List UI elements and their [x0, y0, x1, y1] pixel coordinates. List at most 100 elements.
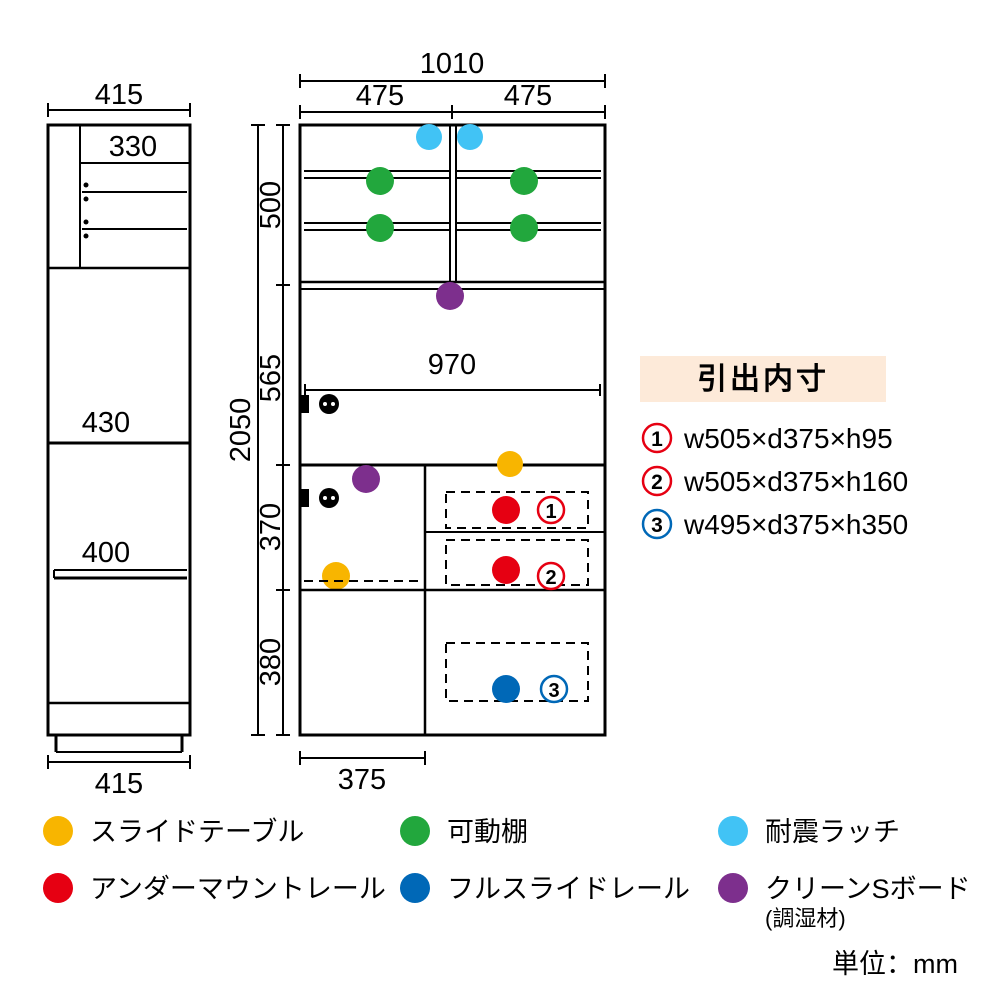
panel-title: 引出内寸: [697, 363, 829, 396]
outlet-socket: [319, 394, 339, 414]
side-view: 415 330 430 400: [46, 79, 192, 800]
quake-latch-legend-dot: [718, 816, 748, 846]
outlet-hole: [331, 496, 335, 500]
upper-section-height-label: 500: [255, 181, 287, 229]
legend-item-undermount-rail: アンダーマウントレール: [43, 873, 386, 904]
full-slide-rail-dot: [492, 675, 520, 703]
drawer1-marker: 1: [536, 495, 566, 525]
side-bottom-width-label: 415: [95, 768, 143, 800]
drawer2-marker-circle: [536, 561, 566, 591]
drawer3-inner-dashed: [445, 642, 589, 702]
drawer3-marker-circle: [539, 674, 569, 704]
front-total-width-dim: 1010: [299, 48, 606, 88]
shelf-pin-dot: [83, 219, 89, 225]
movable-shelf-dot: [510, 214, 538, 242]
front-total-height-dim: 2050: [225, 124, 265, 736]
shelf-pin-dot: [83, 182, 89, 188]
drawer-size-row-2: 2 w505×d375×h160: [641, 465, 908, 497]
slide-table-legend-label: スライドテーブル: [90, 817, 304, 847]
outlet-hole: [331, 402, 335, 406]
shelf-pin-dot: [83, 233, 89, 239]
outlet-symbol: [301, 394, 339, 414]
outlet-symbol: [301, 488, 339, 508]
side-slide-rail: [53, 569, 187, 580]
legend-item-full-slide-rail: フルスライドレール: [400, 873, 690, 904]
undermount-rail-legend-label: アンダーマウントレール: [90, 874, 386, 904]
side-inner-depth-dim: 330: [79, 131, 191, 169]
middle-section-height-label: 565: [255, 354, 287, 402]
row2-number-circle: [641, 465, 673, 497]
legend-item-quake-latch: 耐震ラッチ: [718, 816, 900, 847]
front-view: 1010 475 475 2050 500 565 370 380: [225, 48, 607, 796]
clean-s-board-dot: [436, 282, 464, 310]
legend-item-slide-table: スライドテーブル: [43, 816, 304, 847]
outlet-plate: [301, 395, 309, 413]
front-total-width-label: 1010: [420, 48, 485, 80]
quake-latch-dot: [416, 124, 442, 150]
side-mid-height-label: 430: [82, 407, 130, 439]
legend-item-clean-s-board: クリーンSボード (調湿材): [718, 873, 971, 931]
legend-item-movable-shelf: 可動棚: [400, 816, 528, 847]
drawer3-marker: 3: [539, 674, 569, 704]
row1-number-circle: [641, 422, 673, 454]
movable-shelf-legend-dot: [400, 816, 430, 846]
clean-s-board-legend-label: クリーンSボード: [765, 874, 971, 904]
side-bottom-width-dim: 415: [47, 755, 191, 800]
front-outline: [298, 123, 607, 737]
quake-latch-legend-label: 耐震ラッチ: [765, 817, 900, 847]
drawer1-marker-circle: [536, 495, 566, 525]
movable-shelf-dot: [510, 167, 538, 195]
drawer-size-panel: 引出内寸 1 w505×d375×h95 2 w505×d375×h160 3 …: [640, 356, 908, 540]
row2-number: 2: [651, 471, 663, 494]
drawer2-marker: 2: [536, 561, 566, 591]
full-slide-rail-legend-dot: [400, 873, 430, 903]
outlet-socket: [319, 488, 339, 508]
panel-title-background: [640, 356, 886, 402]
unit-note: 単位：mm: [832, 949, 958, 979]
drawer3-marker-number: 3: [548, 680, 559, 702]
front-total-height-label: 2050: [225, 398, 257, 463]
movable-shelf-dot: [366, 167, 394, 195]
side-inner-depth-label: 330: [109, 131, 157, 163]
side-top-width-label: 415: [95, 79, 143, 111]
inner-width-label: 970: [428, 349, 476, 381]
row3-size: w495×d375×h350: [683, 509, 908, 540]
outlet-hole: [323, 402, 327, 406]
full-slide-rail-legend-label: フルスライドレール: [447, 874, 690, 904]
side-outline: [46, 123, 192, 737]
inner-width-dim: 970: [304, 349, 601, 396]
drawer1-inner-dashed: [445, 491, 589, 529]
legend: スライドテーブル 可動棚 耐震ラッチ アンダーマウントレール フルスライドレール…: [43, 816, 971, 931]
side-slide-height-label: 400: [82, 537, 130, 569]
front-right-door-width-label: 475: [504, 80, 552, 112]
row1-number: 1: [651, 428, 663, 451]
quake-latch-dot: [457, 124, 483, 150]
side-shelves: [82, 182, 187, 239]
slide-table-width-dim: 375: [299, 751, 426, 796]
clean-s-board-legend-dot: [718, 873, 748, 903]
slide-table-width-label: 375: [338, 764, 386, 796]
drawer2-inner-dashed: [445, 539, 589, 586]
outlet-hole: [323, 496, 327, 500]
side-base: [54, 735, 184, 753]
row3-number-circle: [641, 508, 673, 540]
drawer2-marker-number: 2: [545, 567, 556, 589]
slide-table-legend-dot: [43, 816, 73, 846]
undermount-rail-legend-dot: [43, 873, 73, 903]
undermount-rail-dot: [492, 556, 520, 584]
slide-table-dot: [497, 451, 523, 477]
row3-number: 3: [651, 514, 663, 537]
upper-shelf-lines: [304, 170, 601, 231]
slide-table-dot: [322, 562, 350, 590]
row1-size: w505×d375×h95: [683, 423, 893, 454]
outlet-plate: [301, 489, 309, 507]
front-left-door-width-label: 475: [356, 80, 404, 112]
row2-size: w505×d375×h160: [683, 466, 908, 497]
clean-s-board-dot: [352, 465, 380, 493]
drawer-size-row-3: 3 w495×d375×h350: [641, 508, 908, 540]
lower-section-height-label: 370: [255, 503, 287, 551]
clean-s-board-legend-sublabel: (調湿材): [765, 906, 846, 931]
side-top-width-dim: 415: [47, 79, 191, 117]
